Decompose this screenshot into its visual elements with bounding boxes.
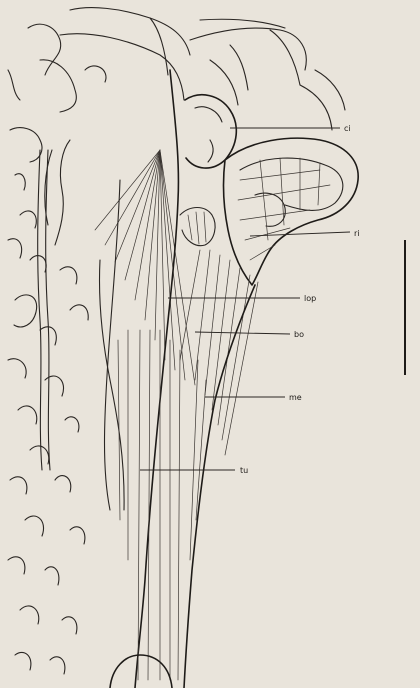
label-lop: lop — [304, 294, 316, 303]
leader-bo — [195, 332, 290, 334]
left-tissue — [8, 24, 106, 674]
leader-ri — [250, 232, 350, 236]
label-ci: ci — [344, 124, 351, 133]
curled-structure — [180, 138, 358, 285]
upper-tissue — [60, 8, 306, 105]
right-upper-sketch — [300, 70, 345, 130]
label-ri: ri — [354, 229, 360, 238]
main-trunk — [99, 70, 255, 688]
label-me: me — [289, 393, 302, 402]
label-tu: tu — [240, 466, 248, 475]
label-bo: bo — [294, 330, 304, 339]
